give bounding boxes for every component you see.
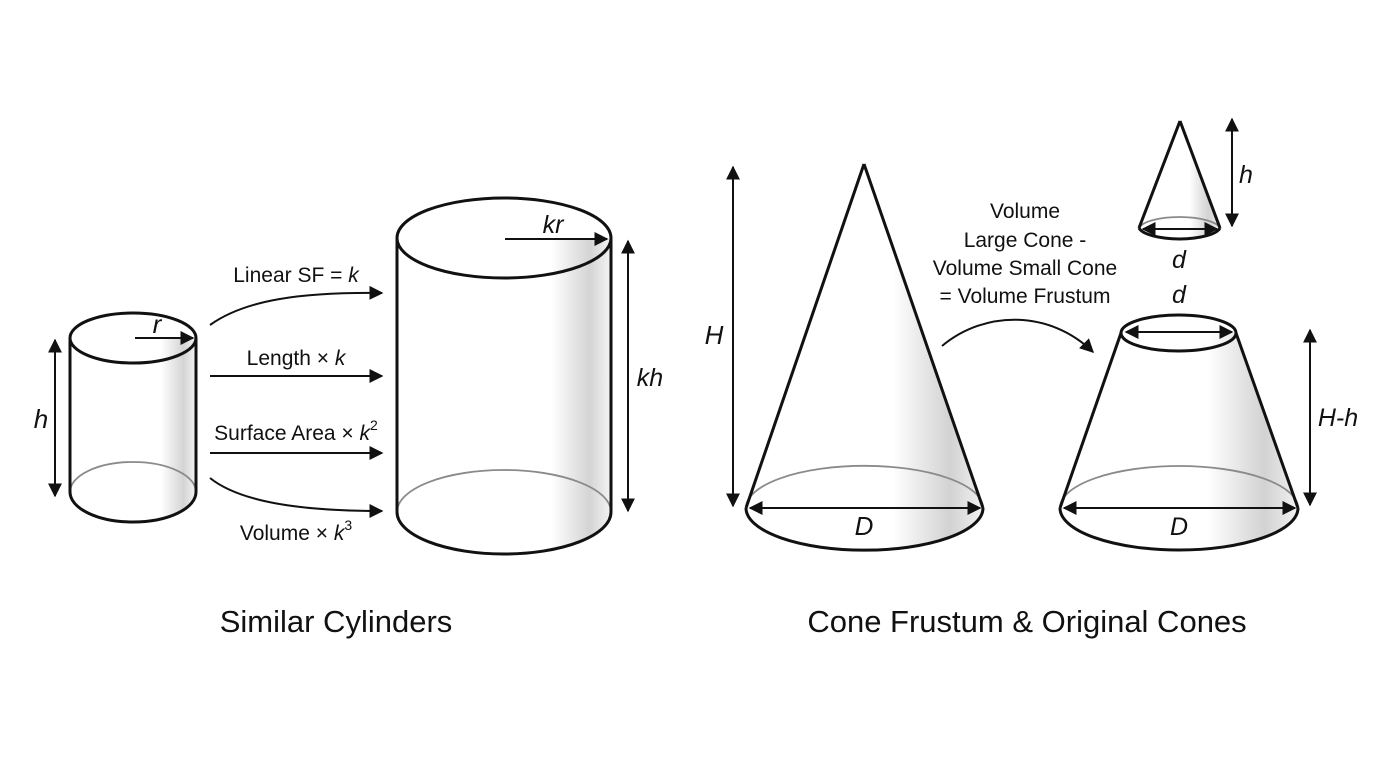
relation-line-4: = Volume Frustum <box>940 285 1111 308</box>
small-radius-label: r <box>153 309 163 339</box>
small-cone-height-label: h <box>1239 161 1253 189</box>
surface-area-label: Surface Area × k2 <box>214 417 378 445</box>
frustum-bottom-diameter-label: D <box>1170 513 1188 541</box>
volume-label: Volume × k3 <box>240 517 352 545</box>
frustum-top-diameter-label: d <box>1172 281 1187 309</box>
volume-relation: Volume Large Cone - Volume Small Cone = … <box>933 200 1117 353</box>
large-height-label: kh <box>637 364 663 392</box>
cylinders-caption: Similar Cylinders <box>220 604 453 639</box>
small-cone-diameter-label: d <box>1172 246 1187 274</box>
relation-line-3: Volume Small Cone <box>933 257 1117 280</box>
length-label: Length × k <box>247 347 347 370</box>
large-cone-diameter-label: D <box>855 511 874 541</box>
relation-arrow <box>941 318 1095 353</box>
frustum: d H-h D <box>1058 281 1358 552</box>
large-cone: H D <box>705 163 985 552</box>
scale-arrows: Linear SF = k Length × k Surface Area × … <box>209 264 384 545</box>
relation-line-2: Large Cone - <box>964 229 1087 252</box>
small-cone: h d <box>1137 117 1253 274</box>
frustum-height-label: H-h <box>1318 404 1358 432</box>
linear-sf-arrow <box>209 285 384 326</box>
large-radius-label: kr <box>543 211 566 239</box>
relation-line-1: Volume <box>990 200 1060 223</box>
linear-sf-label: Linear SF = k <box>233 264 360 287</box>
small-height-label: h <box>34 404 48 434</box>
small-cylinder: r h <box>34 309 198 524</box>
volume-arrow <box>209 477 384 518</box>
cones-caption: Cone Frustum & Original Cones <box>807 604 1246 639</box>
large-cylinder: kr kh <box>395 196 663 556</box>
large-cone-height-label: H <box>705 320 724 350</box>
